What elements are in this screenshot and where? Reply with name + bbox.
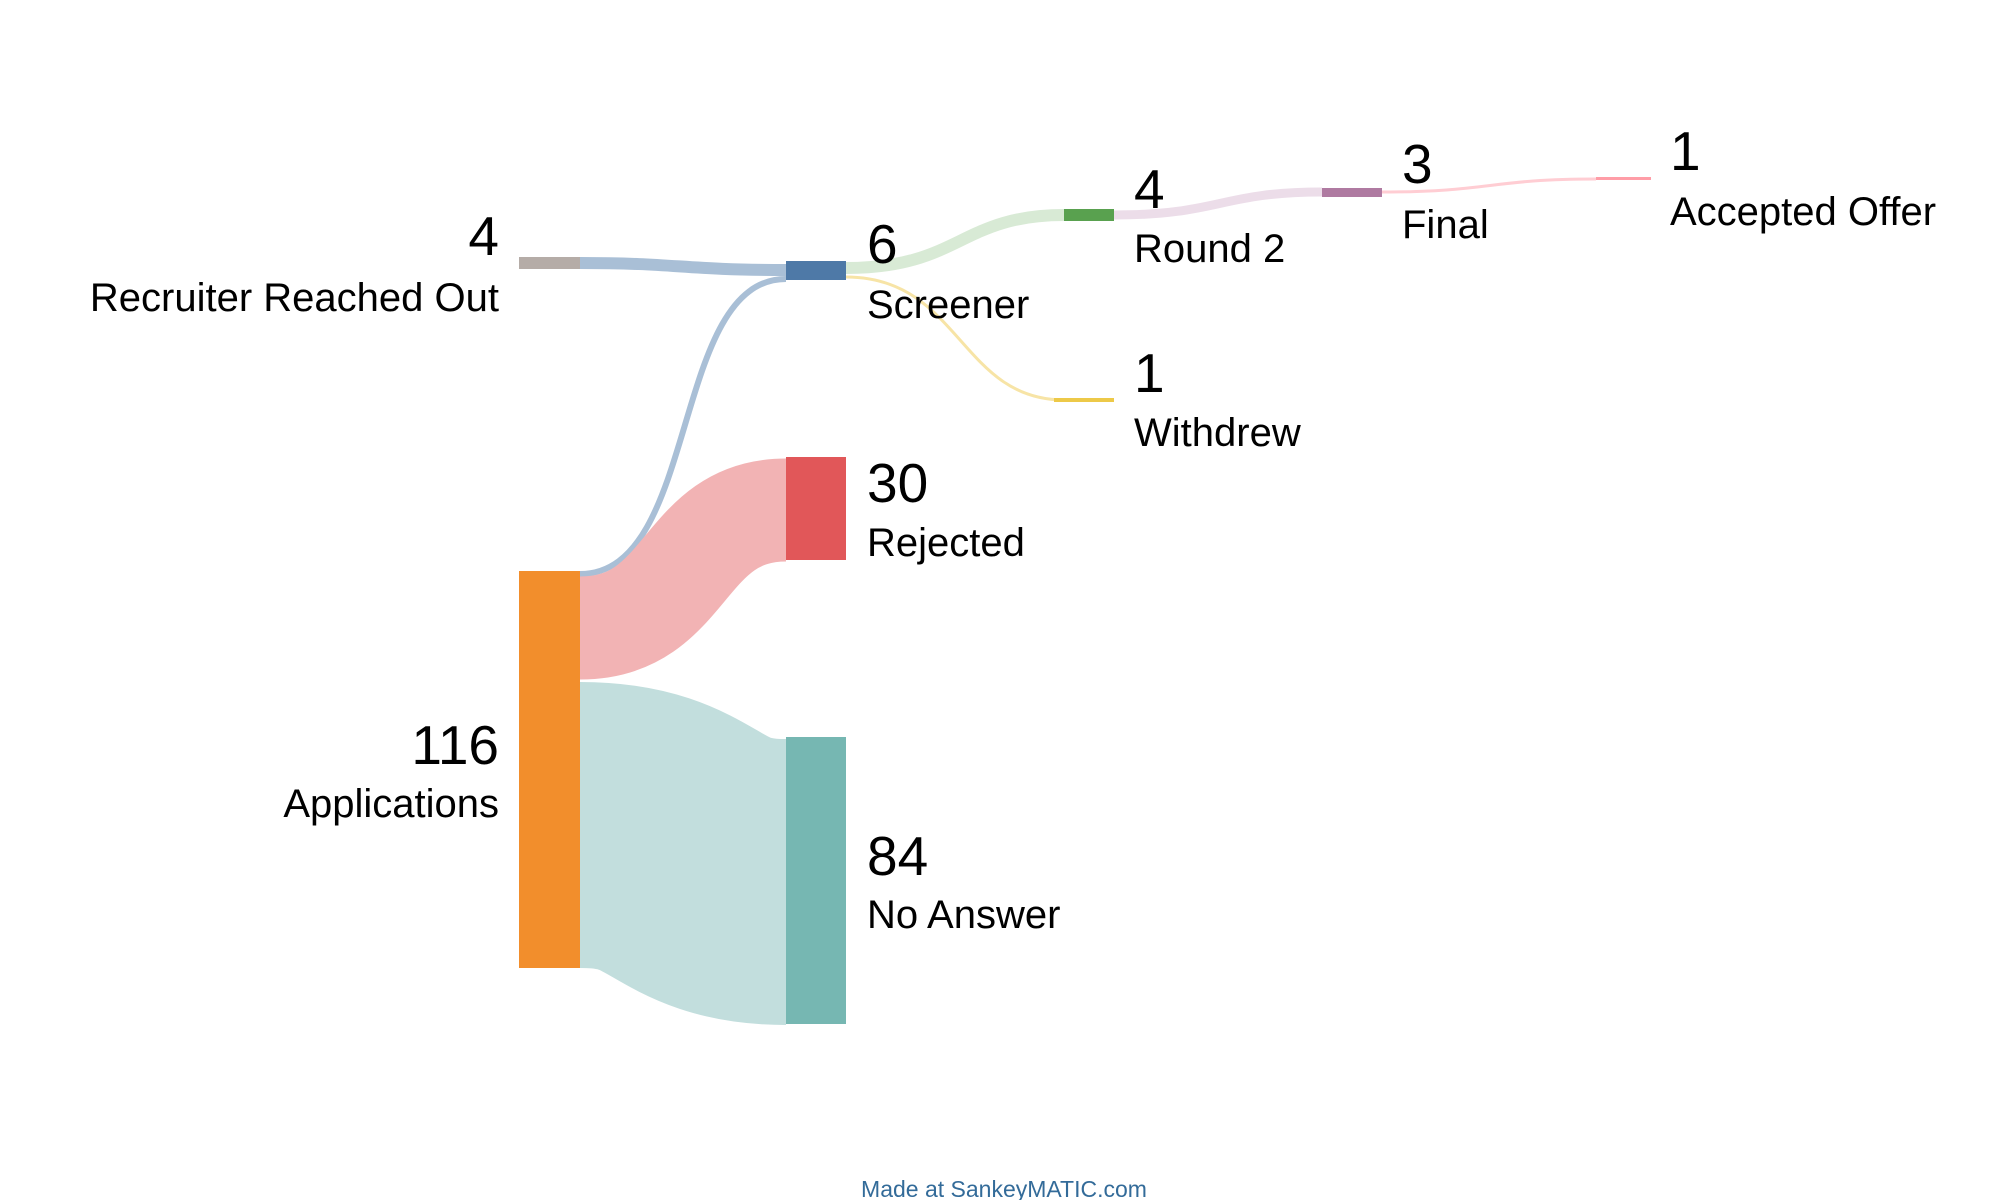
- label-withdrew: Withdrew: [1134, 411, 1301, 455]
- value-applications: 116: [411, 714, 499, 776]
- flow-final-to-accepted: [1381, 177, 1597, 194]
- label-rejected: Rejected: [867, 521, 1025, 565]
- value-final: 3: [1402, 133, 1433, 195]
- node-screener: [786, 261, 846, 280]
- label-recruiter-reached-out: Recruiter Reached Out: [90, 276, 499, 320]
- label-applications: Applications: [283, 782, 499, 826]
- label-screener: Screener: [867, 283, 1029, 327]
- label-no-answer: No Answer: [867, 893, 1060, 937]
- value-recruiter-reached-out: 4: [468, 205, 499, 267]
- node-no-answer: [786, 737, 846, 1024]
- label-accepted-offer: Accepted Offer: [1670, 190, 1936, 234]
- flow-recruiter-to-screener: [579, 257, 787, 276]
- flow-applications-to-no-answer: [575, 682, 791, 1025]
- node-withdrew: [1054, 398, 1114, 402]
- node-recruiter-reached-out: [519, 257, 580, 269]
- flow-screener-to-round2: [845, 209, 1065, 274]
- flows: [575, 177, 1597, 1025]
- value-screener: 6: [867, 213, 898, 275]
- label-round-2: Round 2: [1134, 227, 1285, 271]
- label-final: Final: [1402, 203, 1489, 247]
- flow-screener-to-withdrew: [845, 275, 1065, 402]
- node-final: [1322, 188, 1382, 197]
- value-withdrew: 1: [1134, 342, 1165, 404]
- nodes: [519, 177, 1651, 1024]
- made-at-credit-link[interactable]: Made at SankeyMATIC.com: [861, 1176, 1147, 1200]
- node-rejected: [786, 457, 846, 560]
- value-round-2: 4: [1134, 158, 1165, 220]
- node-applications: [519, 571, 580, 968]
- node-accepted-offer: [1596, 177, 1651, 180]
- labels: 4 Recruiter Reached Out 116 Applications…: [90, 120, 1936, 937]
- flow-applications-to-screener: [579, 276, 787, 577]
- value-no-answer: 84: [867, 825, 928, 887]
- value-accepted-offer: 1: [1670, 120, 1701, 182]
- value-rejected: 30: [867, 452, 928, 514]
- flow-applications-to-rejected: [577, 458, 789, 680]
- flow-round2-to-final: [1113, 187, 1323, 220]
- node-round-2: [1064, 209, 1114, 221]
